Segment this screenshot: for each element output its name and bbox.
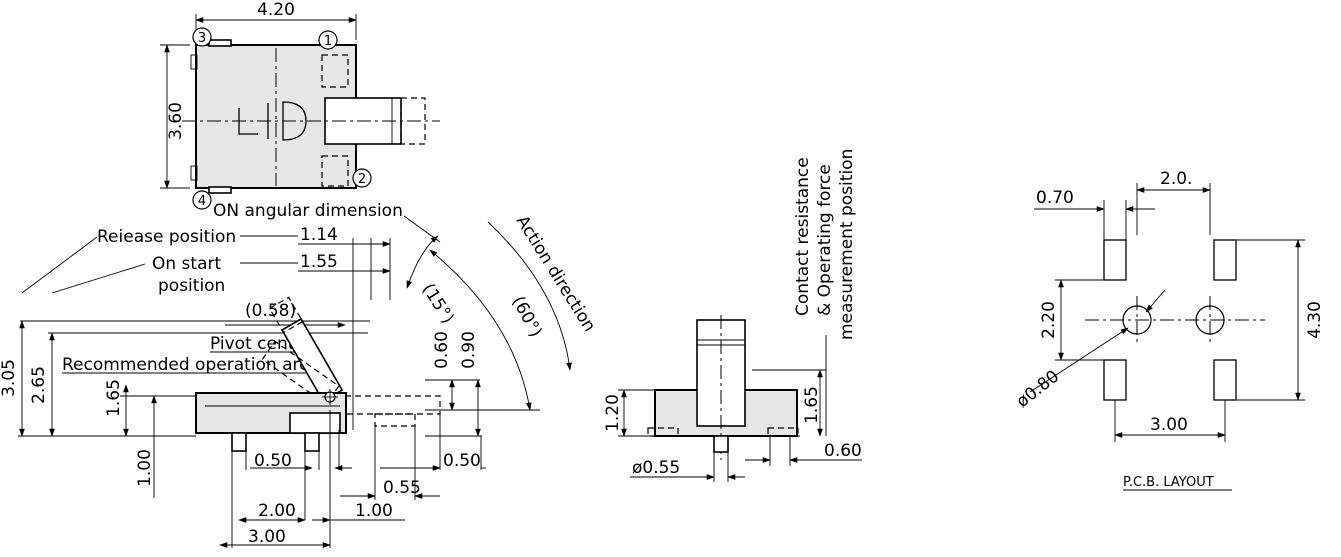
dim-0-50-left: 0.50	[254, 451, 292, 471]
dim-4-30: 4.30	[1305, 301, 1325, 339]
dim-0-90: 0.90	[459, 331, 479, 369]
dim-4-20: 4.20	[257, 0, 295, 20]
angle-60-label: (60°)	[508, 293, 546, 341]
pcb-layout-title: P.C.B. LAYOUT	[1123, 475, 1214, 490]
dim-3-00-pcb: 3.00	[1150, 415, 1188, 435]
dim-0-58: (0.58)	[245, 301, 296, 321]
dim-0-60-side: 0.60	[432, 331, 452, 369]
contact-resistance-label-3: measurement position	[837, 149, 857, 340]
dim-0-55: 0.55	[383, 478, 421, 498]
dim-0-55-dia: ø0.55	[632, 458, 680, 478]
dim-1-55: 1.55	[300, 252, 338, 272]
pin-4-label: 4	[198, 194, 206, 209]
dim-2-65: 2.65	[29, 366, 49, 404]
release-position-label: Reiease position	[97, 227, 236, 247]
dim-0-50-right: 0.50	[443, 451, 481, 471]
pin-2-label: 2	[358, 172, 366, 187]
contact-resistance-label-1: Contact resistance	[793, 157, 813, 316]
front-view: Contact resistance & Operating force mea…	[603, 149, 862, 482]
on-start-position-label-1: On start	[152, 254, 221, 274]
dim-0-80-dia: ø0.80	[1013, 366, 1063, 411]
dim-1-00-left: 1.00	[135, 449, 155, 487]
top-view: 4.20 3.60 1 3 2 4 ON angular dimension	[160, 0, 440, 221]
dim-1-65-front: 1.65	[802, 386, 822, 424]
dim-0-70: 0.70	[1036, 188, 1074, 208]
dim-2-0: 2.0.	[1160, 169, 1192, 189]
dim-1-65: 1.65	[104, 379, 124, 417]
dim-3-00-side: 3.00	[248, 527, 286, 547]
dim-0-60-front: 0.60	[824, 441, 862, 461]
pin-3-label: 3	[198, 31, 206, 46]
side-view: Reiease position On start position 1.14 …	[0, 212, 599, 548]
contact-resistance-label-2: & Operating force	[815, 164, 835, 316]
recommended-operation-area-label: Recommended operation area	[62, 355, 320, 375]
dim-3-05: 3.05	[0, 359, 19, 397]
dim-3-60: 3.60	[166, 102, 186, 140]
pin-1-label: 1	[324, 34, 332, 49]
on-start-position-label-2: position	[158, 276, 225, 296]
on-angular-dimension-label: ON angular dimension	[213, 201, 403, 221]
pcb-layout: 2.0. 0.70 2.20 4.30 ø0.80 3.00 P.C.B. LA…	[1013, 169, 1325, 491]
dim-1-20: 1.20	[603, 394, 623, 432]
dim-2-00: 2.00	[258, 501, 296, 521]
dim-1-00-bottom: 1.00	[355, 501, 393, 521]
dim-2-20: 2.20	[1039, 301, 1059, 339]
angle-15-label: (15°)	[418, 280, 458, 327]
dim-1-14: 1.14	[300, 225, 338, 245]
